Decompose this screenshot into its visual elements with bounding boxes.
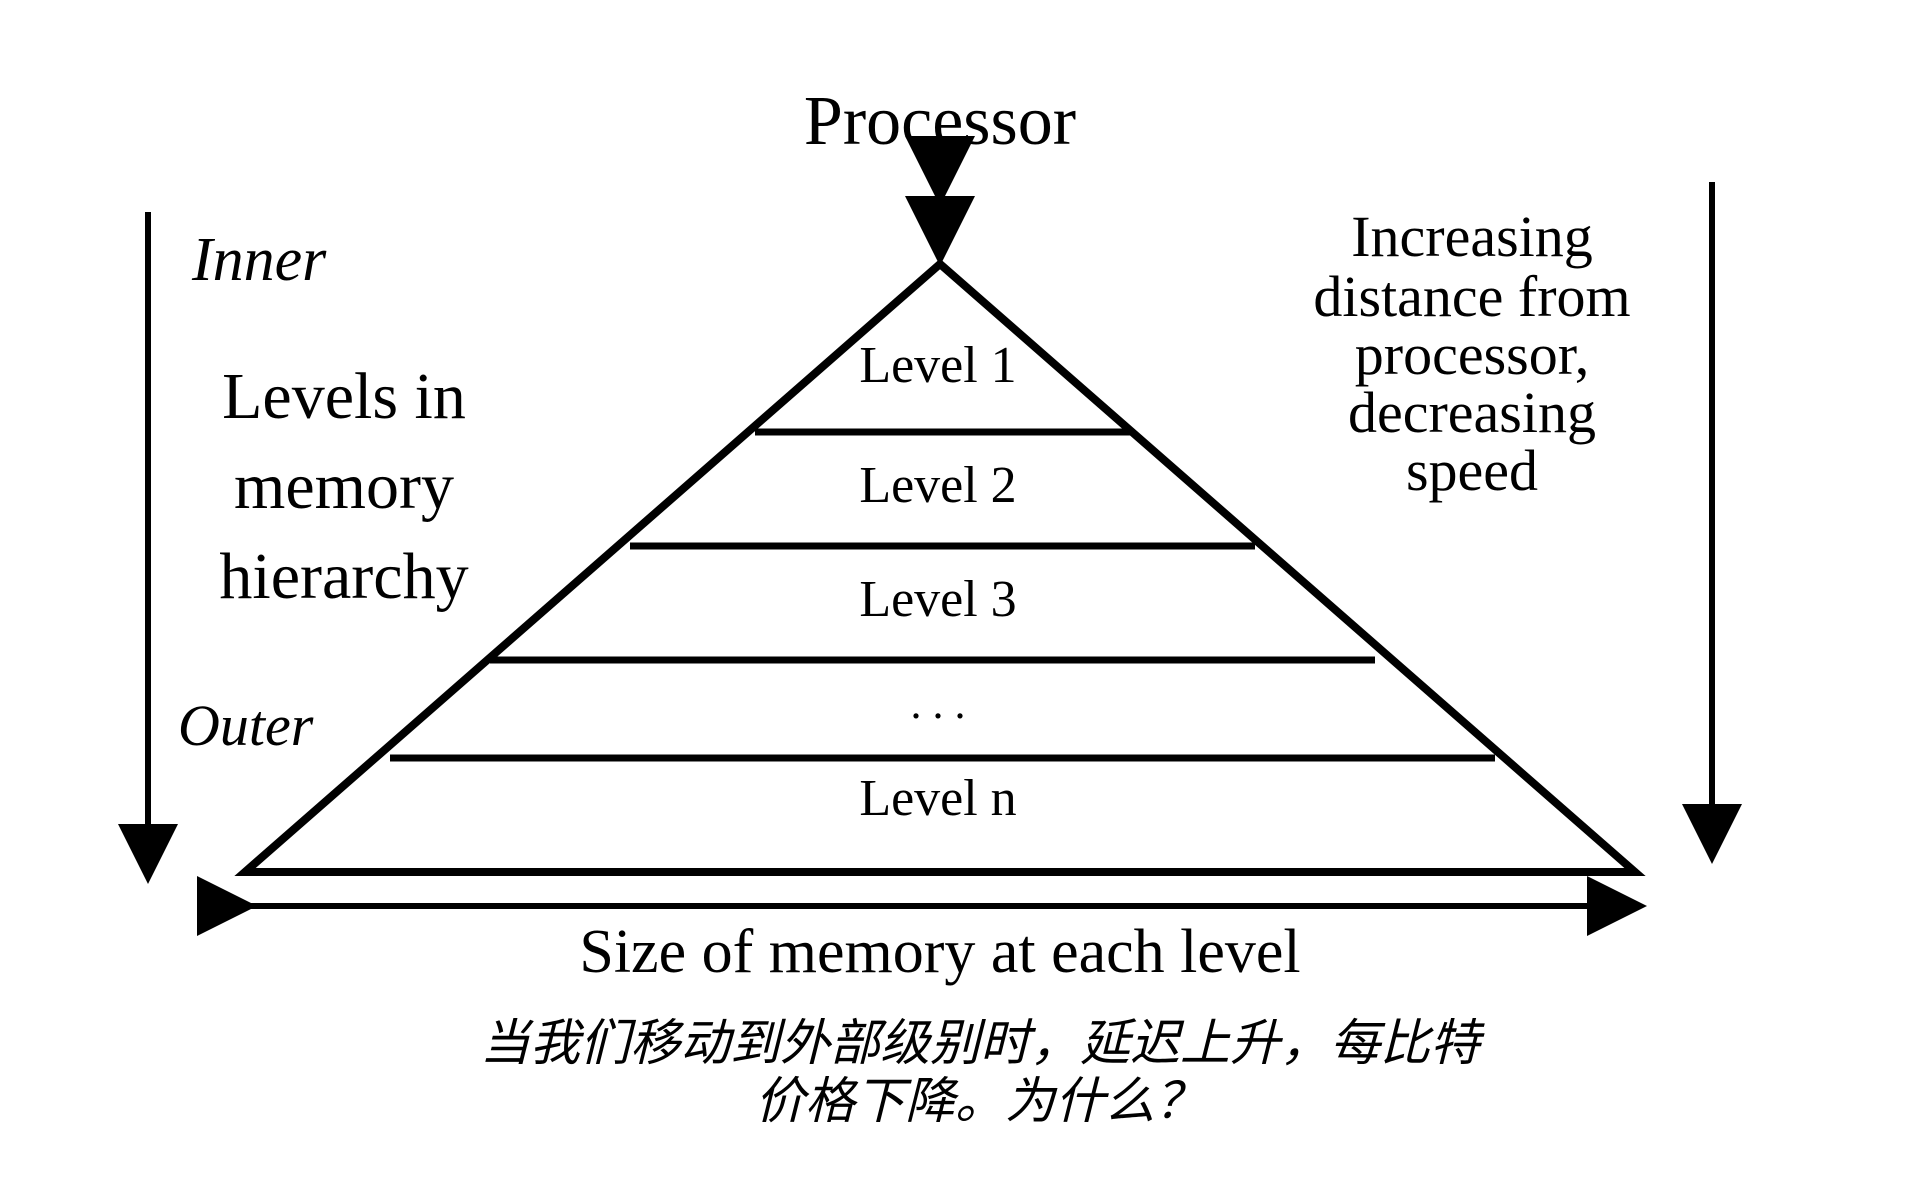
right-caption-line-3: processor, [1355, 322, 1589, 387]
right-caption-line-4: decreasing [1348, 380, 1596, 445]
size-label: Size of memory at each level [579, 918, 1300, 986]
pyramid-outline [234, 258, 1646, 876]
left-caption-line-1: Levels in [222, 360, 466, 433]
left-caption-line-3: hierarchy [219, 540, 468, 613]
level-label-1: Level 1 [859, 337, 1016, 394]
right-caption-line-1: Increasing [1351, 204, 1593, 269]
right-caption-line-5: speed [1406, 438, 1538, 503]
outer-label: Outer [178, 693, 314, 758]
left-caption-line-2: memory [234, 450, 454, 523]
right-caption-line-2: distance from [1313, 264, 1630, 329]
level-label-2: Level 2 [859, 457, 1016, 514]
level-label-n: Level n [859, 770, 1016, 827]
inner-label: Inner [191, 226, 327, 294]
note-line-2: 价格下降。为什么？ [755, 1072, 1205, 1130]
processor-label: Processor [804, 83, 1076, 160]
level-label-3: Level 3 [859, 571, 1016, 628]
note-line-1: 当我们移动到外部级别时，延迟上升，每比特 [480, 1014, 1485, 1072]
level-label-ellipsis: . . . [911, 679, 966, 728]
